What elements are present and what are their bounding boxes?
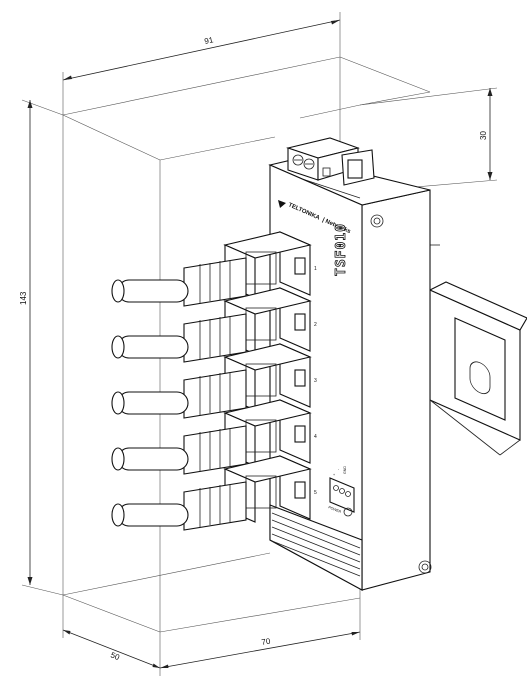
terminal-gnd: GND (343, 466, 347, 474)
dimension-depth-side: 70 (159, 598, 361, 669)
terminal-plus: + (333, 473, 335, 477)
port-number-3: 3 (314, 378, 317, 384)
dimension-height: 143 (19, 99, 64, 596)
port-number-1: 1 (314, 266, 317, 272)
ethernet-port (111, 455, 312, 531)
screw-bottom (418, 560, 432, 574)
ethernet-port (111, 231, 312, 307)
port-number-2: 2 (314, 322, 317, 328)
port-number-5: 5 (314, 490, 317, 496)
dimension-rail-depth-label: 30 (479, 131, 488, 140)
dimension-depth-front-label: 50 (109, 650, 121, 662)
dimension-depth-front: 50 (62, 595, 161, 676)
power-label: POWER (328, 505, 342, 514)
model-name: TSF010 (334, 223, 349, 276)
power-led-icon (343, 507, 353, 517)
port-numbers: 1 2 3 4 5 (314, 266, 317, 496)
din-rail (428, 244, 527, 456)
terminal-minus: - (336, 468, 340, 470)
device-side-panel (361, 189, 431, 591)
dimension-depth-side-label: 70 (261, 636, 272, 647)
ethernet-ports (111, 231, 312, 531)
ethernet-port (111, 343, 312, 419)
dimension-width-label: 91 (204, 35, 215, 46)
dimension-width: 91 (62, 12, 341, 115)
ethernet-port (111, 399, 312, 475)
port-number-4: 4 (314, 434, 317, 440)
teltonika-logo-icon (278, 200, 286, 208)
screw-top (370, 214, 384, 228)
dimension-rail-depth: 30 (359, 87, 498, 191)
power-terminal-connector (285, 137, 375, 186)
dimension-height-label: 143 (19, 291, 28, 305)
power-input-block: + - GND POWER (328, 466, 355, 517)
ethernet-port (111, 287, 312, 363)
